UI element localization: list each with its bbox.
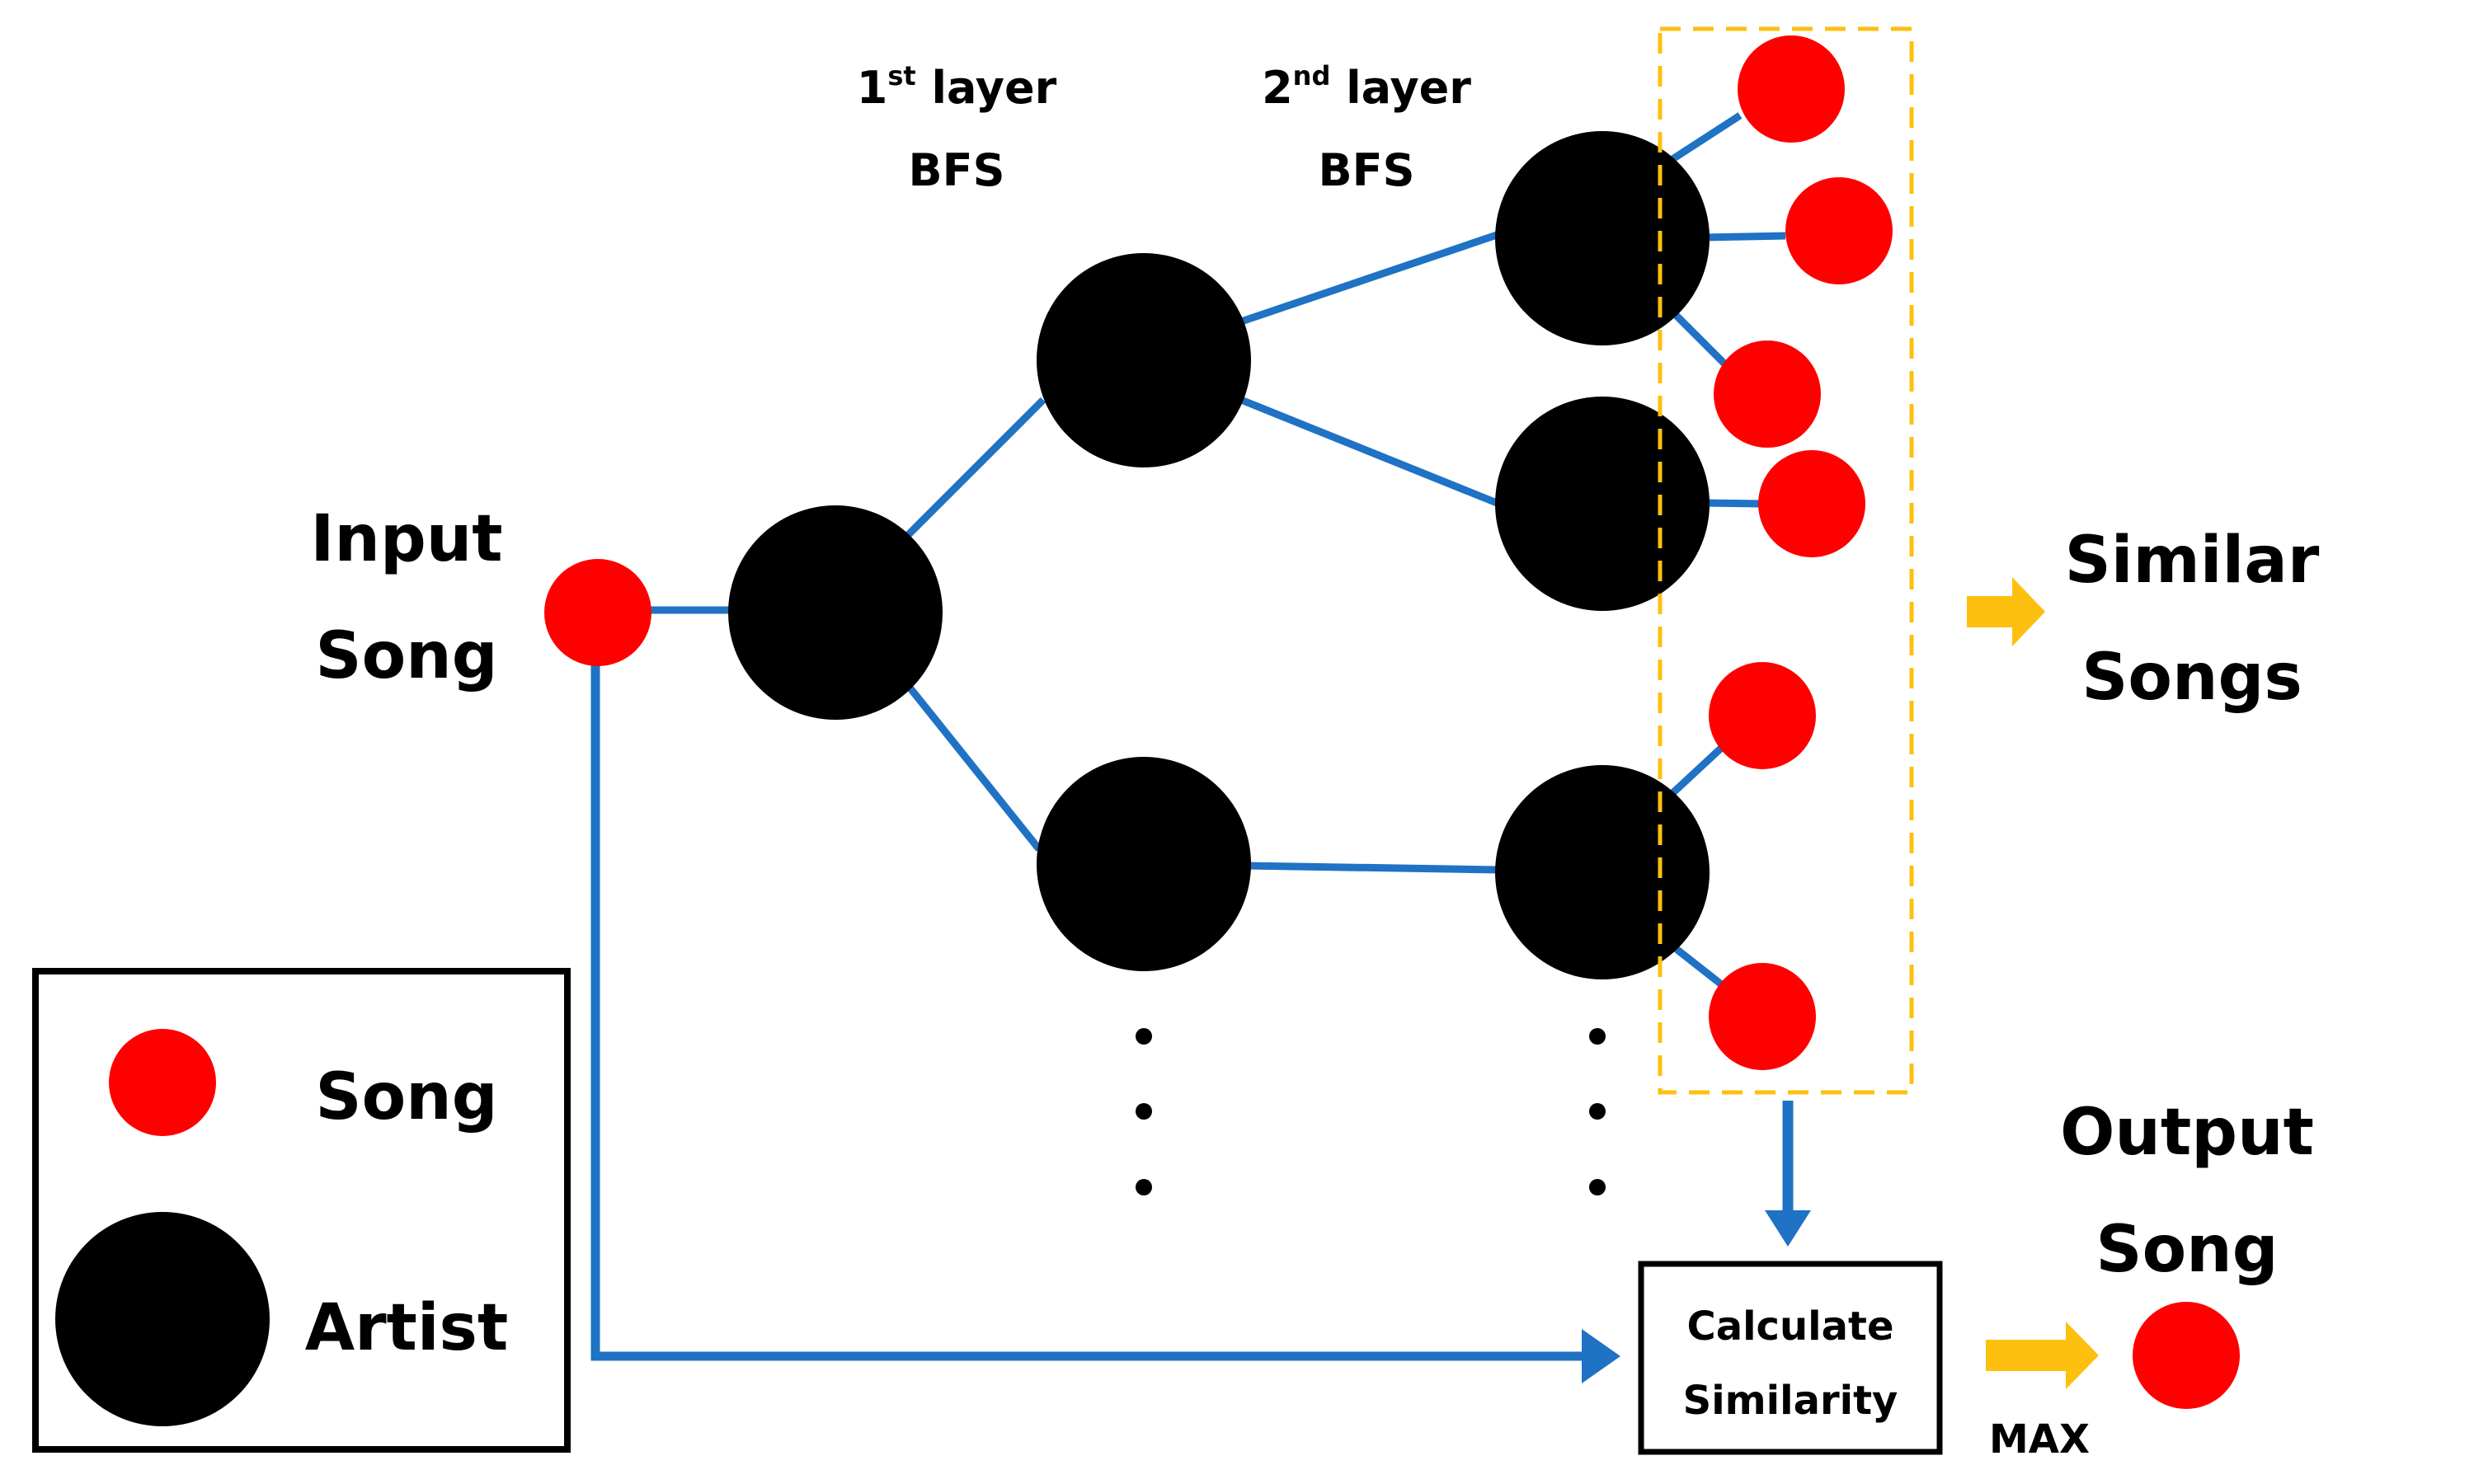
input-flow-arrowhead bbox=[1582, 1329, 1620, 1383]
ellipsis-dot bbox=[1136, 1179, 1152, 1195]
input-song-label-line2: Song bbox=[315, 619, 497, 693]
layer2-bfs-label: BFS bbox=[1319, 144, 1415, 196]
artist-node-layer1-b bbox=[1037, 757, 1251, 971]
output-song-label-line2: Song bbox=[2095, 1213, 2278, 1287]
edge-a2-b3 bbox=[1244, 862, 1498, 874]
edge-b2-s4 bbox=[1702, 499, 1761, 508]
artist-node-layer2-b bbox=[1495, 397, 1710, 611]
yellow-arrows bbox=[1967, 577, 2099, 1389]
layer1-ordinal: 1 bbox=[857, 62, 888, 114]
artist-node-layer2-c bbox=[1495, 765, 1710, 979]
legend-song-label: Song bbox=[315, 1060, 497, 1134]
layer2-word: layer bbox=[1330, 62, 1471, 114]
layer2-ordinal: 2 bbox=[1262, 62, 1293, 114]
edge-b1-s1 bbox=[1667, 112, 1743, 164]
ellipsis-dot bbox=[1589, 1179, 1606, 1195]
edge-b1-s3 bbox=[1667, 306, 1731, 370]
input-song-node bbox=[544, 559, 651, 666]
max-arrow bbox=[1986, 1322, 2099, 1389]
ellipsis-dot bbox=[1589, 1103, 1606, 1120]
candidate-song-1 bbox=[1738, 35, 1845, 143]
edge-a1-b2 bbox=[1239, 396, 1498, 507]
similarity-label: Similarity bbox=[1683, 1378, 1898, 1424]
layer2-label: 2nd layer bbox=[1262, 60, 1471, 114]
artist-node-layer1-a bbox=[1037, 253, 1251, 467]
edge-b1-s2 bbox=[1702, 232, 1786, 242]
candidate-songs-highlight-box bbox=[1658, 26, 1914, 1095]
legend-song-swatch bbox=[109, 1029, 216, 1136]
candidate-song-5 bbox=[1709, 662, 1816, 769]
output-song-node bbox=[2133, 1302, 2240, 1409]
ellipsis-dot bbox=[1136, 1028, 1152, 1045]
candidate-song-6 bbox=[1709, 963, 1816, 1070]
continuation-dots bbox=[1136, 1028, 1606, 1195]
input-song-label-line1: Input bbox=[310, 502, 502, 576]
layer1-bfs-label: BFS bbox=[909, 144, 1005, 196]
calculate-similarity-box bbox=[1638, 1261, 1943, 1455]
edge-root-a1 bbox=[900, 397, 1047, 543]
edge-root-a2 bbox=[904, 682, 1042, 852]
artist-nodes bbox=[728, 131, 1710, 979]
artist-node-layer2-a bbox=[1495, 131, 1710, 345]
layer2-ordinal-suffix: nd bbox=[1293, 60, 1331, 92]
candidates-flow-arrow bbox=[1765, 1101, 1811, 1247]
calculate-label: Calculate bbox=[1686, 1303, 1893, 1350]
ellipsis-dot bbox=[1136, 1103, 1152, 1120]
legend-artist-label: Artist bbox=[305, 1291, 509, 1365]
candidate-song-4 bbox=[1758, 450, 1865, 557]
ellipsis-dot bbox=[1589, 1028, 1606, 1045]
layer1-label: 1st layer bbox=[857, 60, 1057, 114]
candidate-song-3 bbox=[1714, 340, 1821, 448]
similar-songs-label-line1: Similar bbox=[2065, 524, 2320, 598]
input-flow-arrow bbox=[590, 664, 1620, 1383]
legend: Song Artist bbox=[32, 968, 571, 1453]
song-nodes bbox=[544, 35, 2240, 1409]
legend-artist-swatch bbox=[55, 1212, 270, 1426]
edge-b3-s6 bbox=[1667, 941, 1730, 993]
edge-b3-s5 bbox=[1667, 739, 1731, 799]
candidates-flow-arrowhead bbox=[1765, 1210, 1811, 1247]
max-label: MAX bbox=[1989, 1416, 2090, 1463]
layer1-word: layer bbox=[916, 62, 1057, 114]
graph-edges bbox=[647, 112, 1786, 993]
artist-node-root bbox=[728, 505, 943, 720]
edge-a1-b1 bbox=[1239, 231, 1498, 326]
output-song-label-line1: Output bbox=[2060, 1096, 2314, 1170]
candidate-song-2 bbox=[1785, 177, 1893, 284]
input-flow-line bbox=[590, 664, 1596, 1361]
similar-songs-arrow bbox=[1967, 577, 2045, 646]
similar-songs-label-line2: Songs bbox=[2081, 641, 2302, 715]
layer1-ordinal-suffix: st bbox=[887, 60, 915, 92]
